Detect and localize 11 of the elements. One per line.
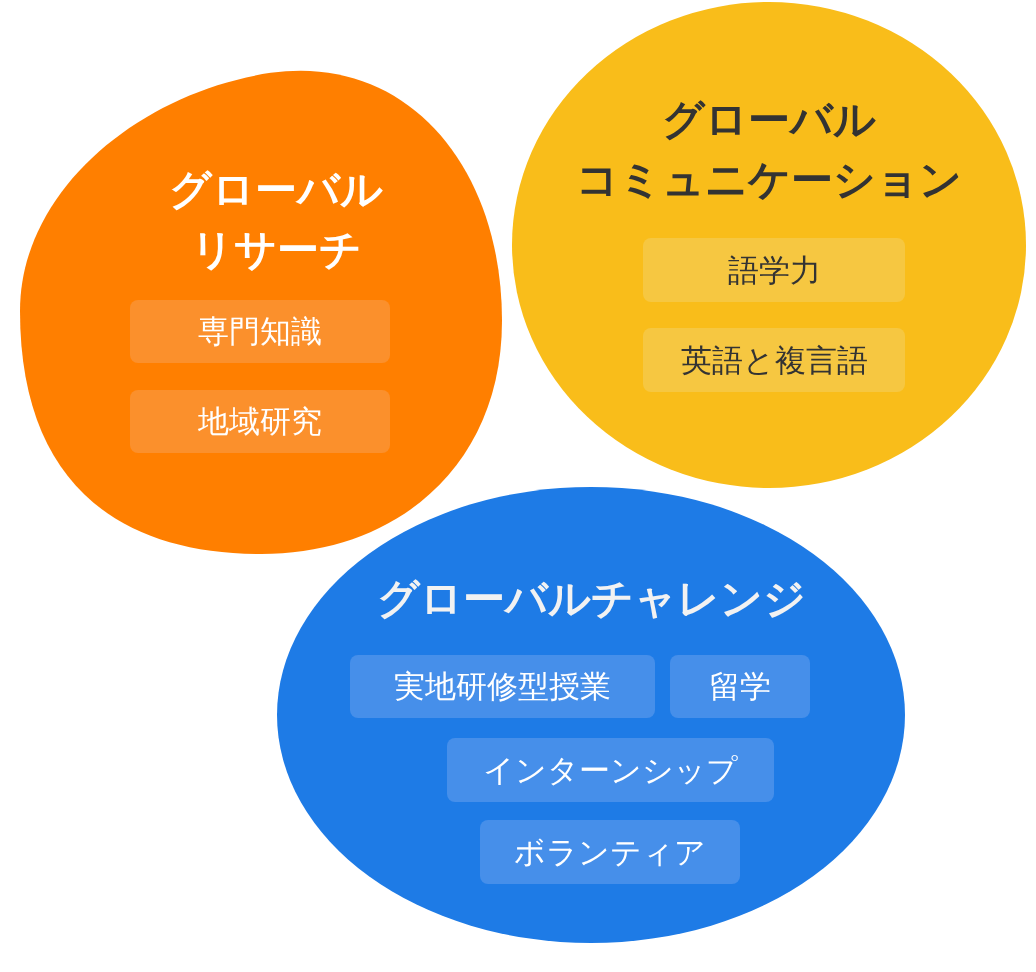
group-title: グローバルコミュニケーション xyxy=(575,94,963,206)
tag-label: 専門知識 xyxy=(130,300,390,363)
tag-label: 語学力 xyxy=(643,238,905,302)
tag-label: 実地研修型授業 xyxy=(350,655,655,718)
tag-label: 留学 xyxy=(670,655,810,718)
tag-label: 地域研究 xyxy=(130,390,390,453)
tag-label: ボランティア xyxy=(480,820,740,884)
tag-label: 英語と複言語 xyxy=(643,328,905,392)
tag-label: インターンシップ xyxy=(447,738,774,802)
group-title: グローバルチャレンジ xyxy=(375,573,807,625)
group-title: グローバルリサーチ xyxy=(168,164,384,276)
